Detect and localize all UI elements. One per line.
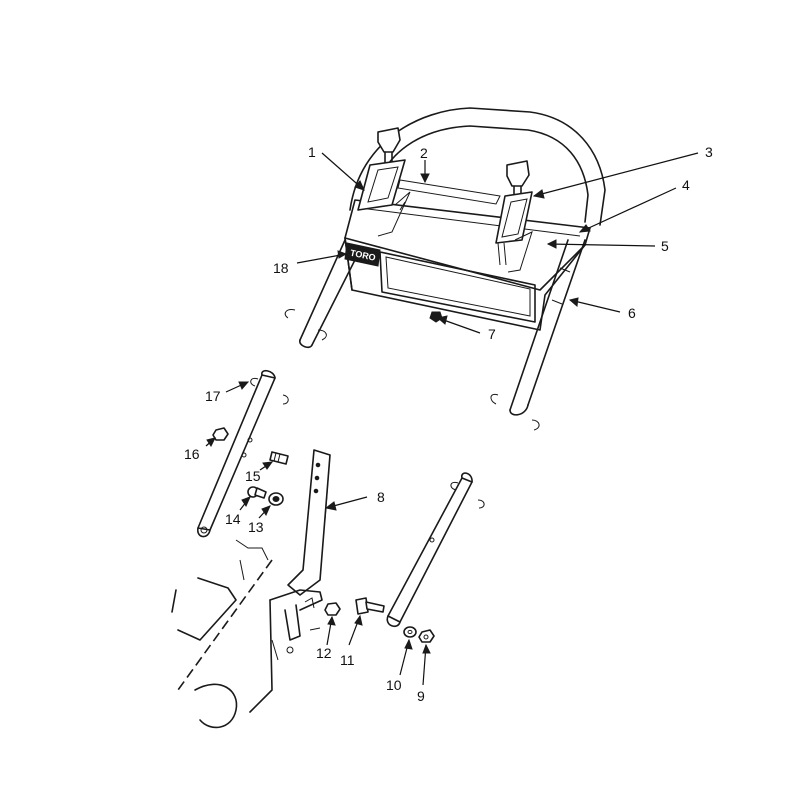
washer-10 <box>403 626 417 638</box>
callout-18: 18 <box>273 260 289 276</box>
leader-6 <box>569 299 621 313</box>
nut-12 <box>324 602 341 616</box>
lower-right-handle <box>386 472 485 628</box>
leader-18 <box>296 253 347 264</box>
callout-12: 12 <box>316 645 332 661</box>
leader-4 <box>579 187 677 233</box>
decal-strip <box>397 179 501 205</box>
mower-housing <box>171 539 323 729</box>
leader-5 <box>547 243 656 247</box>
callout-15: 15 <box>245 468 261 484</box>
lever-arm-8 <box>287 449 331 596</box>
callout-11: 11 <box>340 652 355 668</box>
control-panel <box>344 199 591 331</box>
callout-6: 6 <box>628 305 636 321</box>
lower-left-handle <box>197 369 289 538</box>
handle-uprights <box>284 239 586 431</box>
callout-9: 9 <box>417 688 425 704</box>
spacer-13 <box>268 492 284 506</box>
callout-14: 14 <box>225 511 241 527</box>
leader-lines <box>205 152 699 686</box>
leader-3 <box>533 152 699 197</box>
right-control-lever <box>495 160 533 273</box>
arrowheads <box>206 173 591 654</box>
callout-17: 17 <box>205 388 221 404</box>
callout-2: 2 <box>420 145 428 161</box>
nut-16 <box>212 427 229 441</box>
callout-labels: 1 2 3 4 5 6 7 8 9 10 11 12 13 14 15 16 1… <box>184 144 713 704</box>
callout-3: 3 <box>705 144 713 160</box>
locknut-9 <box>418 629 435 643</box>
callout-5: 5 <box>661 238 669 254</box>
callout-1: 1 <box>308 144 316 160</box>
left-control-lever <box>357 127 411 237</box>
callout-10: 10 <box>386 677 402 693</box>
stud-15 <box>269 451 289 465</box>
bolt-14 <box>247 486 267 499</box>
callout-13: 13 <box>248 519 264 535</box>
callout-7: 7 <box>488 326 496 342</box>
callout-4: 4 <box>682 177 690 193</box>
callout-16: 16 <box>184 446 200 462</box>
shoulder-bolt-11 <box>355 597 385 615</box>
callout-8: 8 <box>377 489 385 505</box>
